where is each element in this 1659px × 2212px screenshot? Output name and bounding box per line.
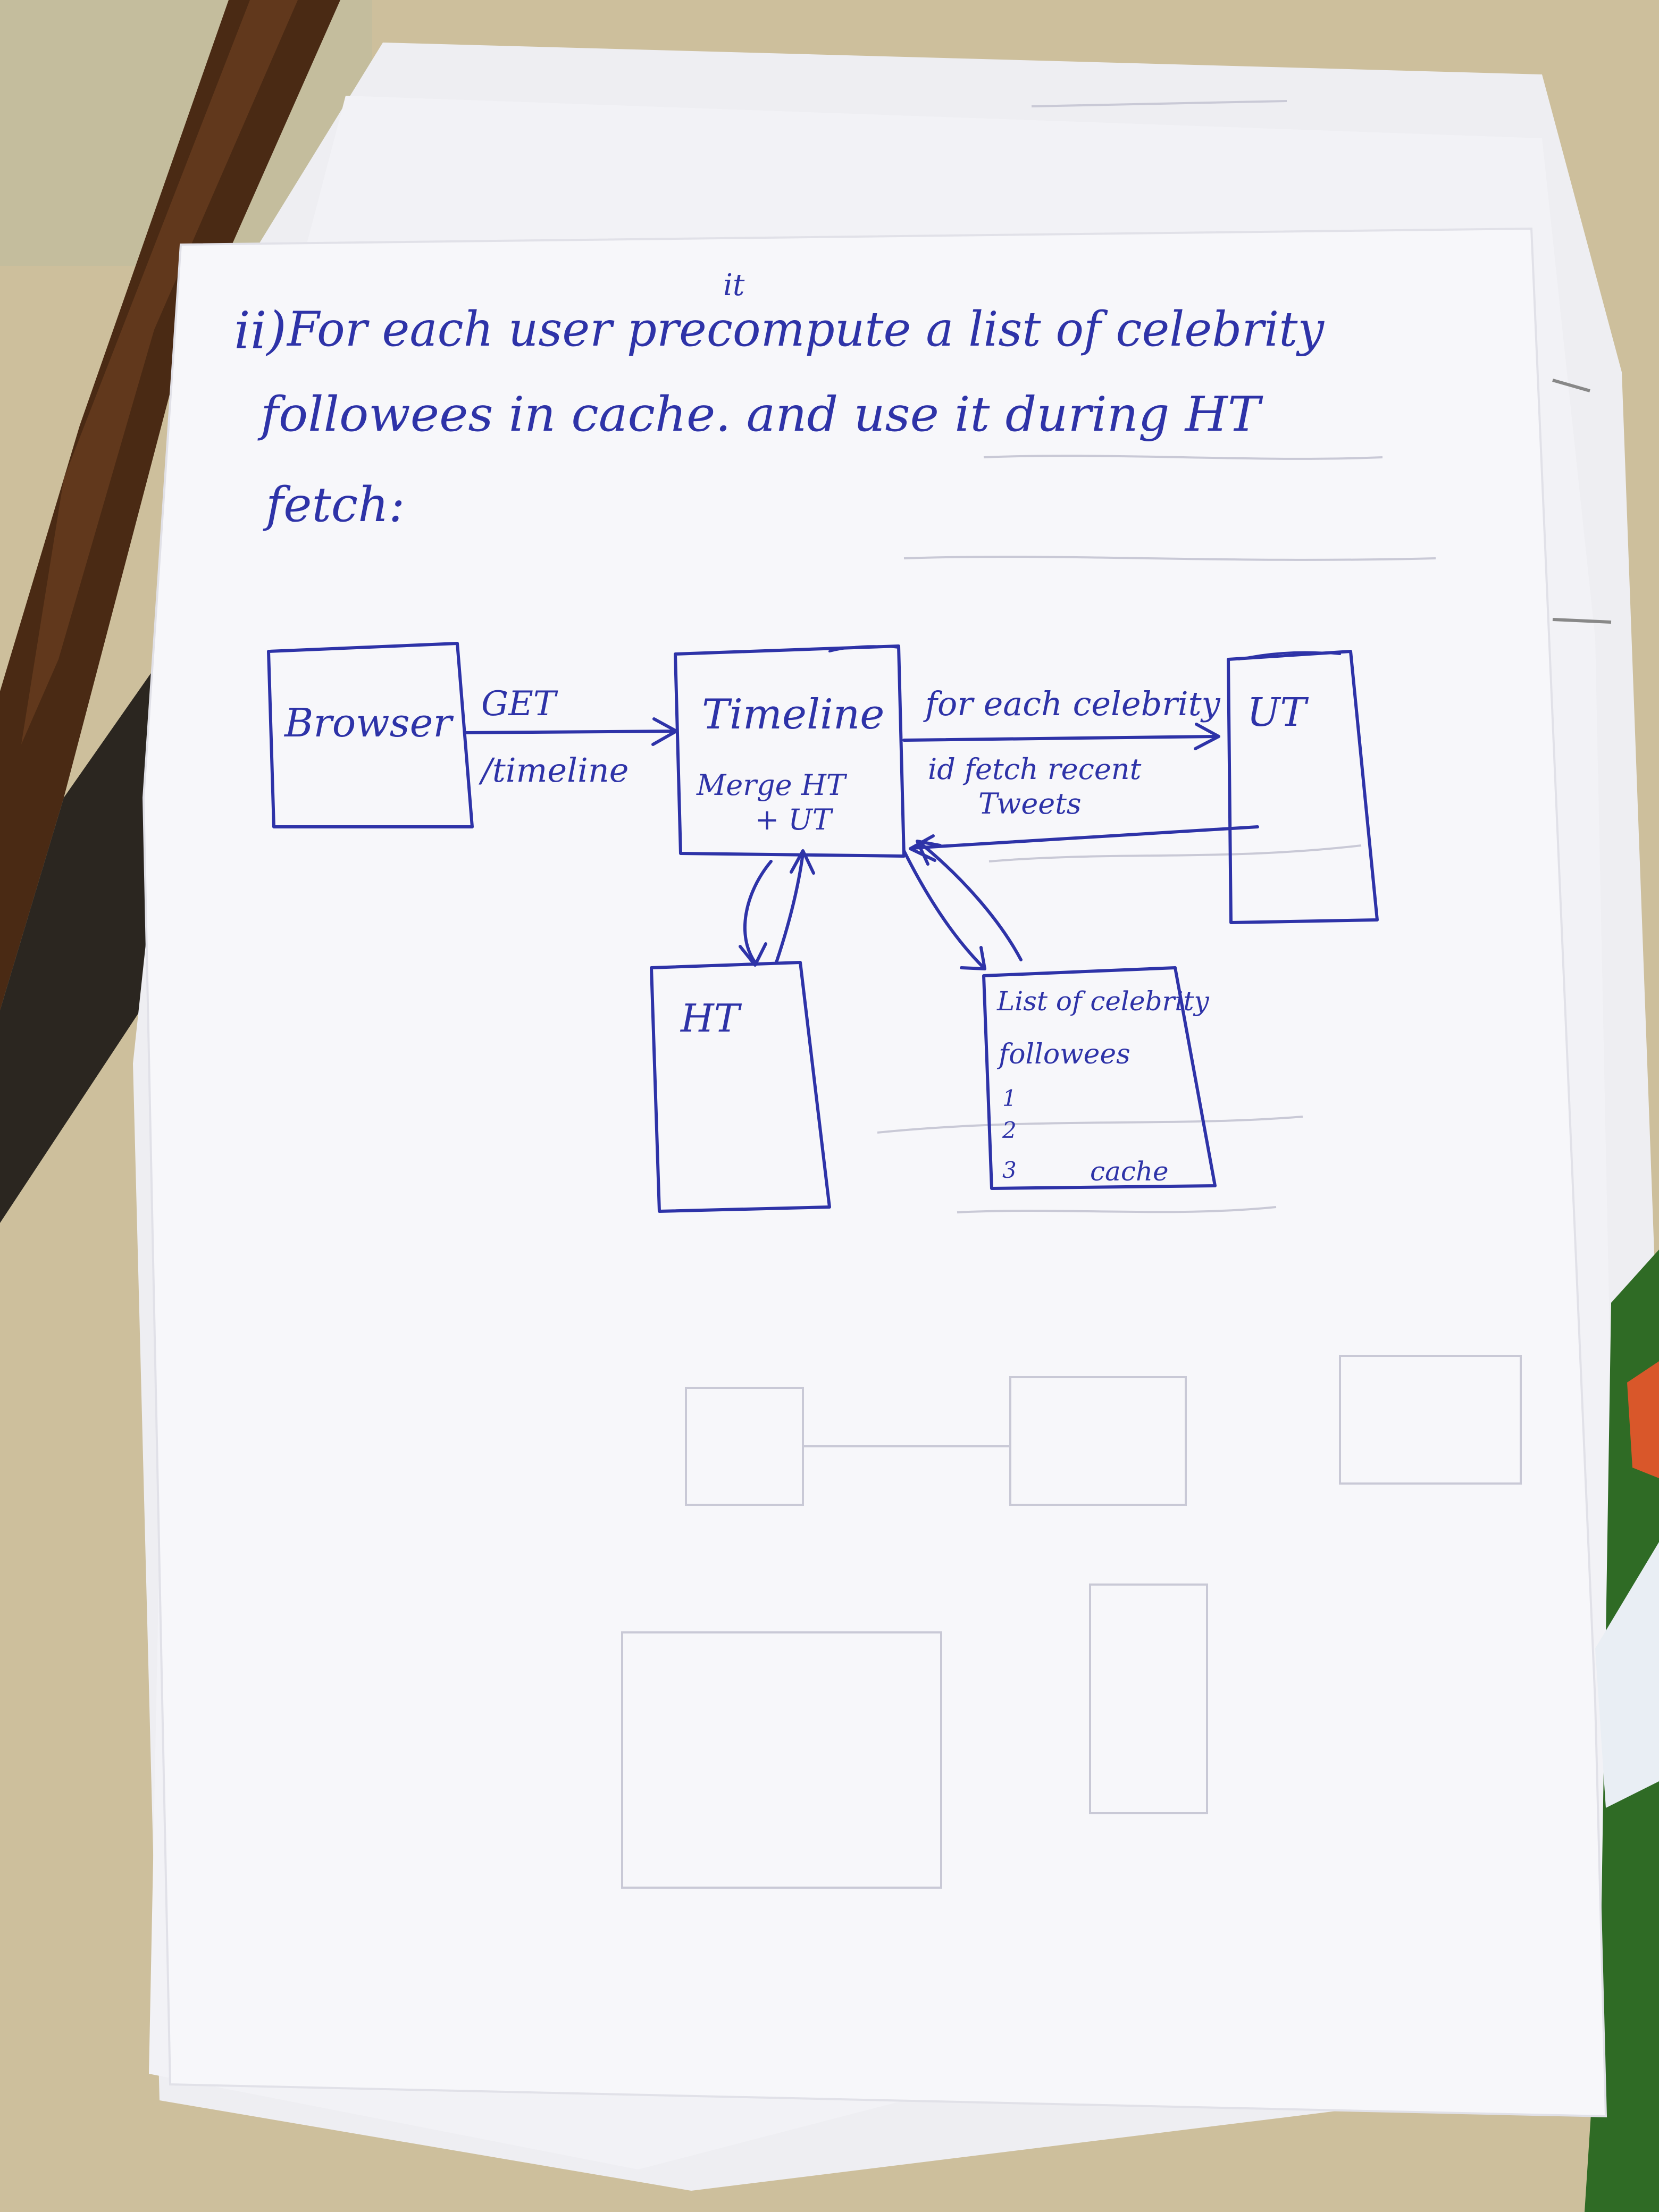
paper-sheet [142,227,1607,2118]
list-subtitle: followees [996,1038,1130,1070]
ht-label: HT [680,996,742,1041]
ut-box: UT [1227,650,1379,924]
note-insert-mark: it [723,268,745,303]
timeline-note-ut: + UT [755,803,834,836]
bleed-through-marks [621,455,1522,1889]
timeline-box: Timeline Merge HT + UT [674,644,906,858]
ut-return-arrow [909,825,1259,862]
ut-label: UT [1247,690,1309,735]
cache-label: cache [1090,1156,1169,1187]
note-line-3: fetch: [263,477,405,533]
for-each-celebrity-arrow: for each celebrity id fetch recent Tweet… [902,684,1221,820]
timeline-ht-arrows [739,849,815,967]
note-line-1: For each user precompute a list of celeb… [286,301,1325,357]
browser-label: Browser [283,700,454,746]
shadow-area [0,638,175,1223]
id-fetch-label-2: Tweets [978,787,1082,820]
list-title: List of celebrity [996,986,1210,1017]
ht-box: HT [650,961,831,1213]
timeline-note-merge: Merge HT [696,768,848,802]
get-request-arrow: GET /timeline [464,684,678,790]
timeline-path-label: /timeline [479,751,629,790]
for-each-celebrity-label: for each celebrity [923,684,1221,723]
list-item: 2 [1002,1117,1017,1143]
note-line-2: followees in cache. and use it during HT [257,387,1263,442]
timeline-label: Timeline [702,691,884,739]
celebrity-cache-box: List of celebrity followees 1 2 3 cache [982,966,1217,1190]
browser-box: Browser [267,642,474,828]
timeline-cache-arrows [902,840,1023,970]
id-fetch-label-1: id fetch recent [928,752,1142,786]
list-item: 3 [1002,1157,1017,1183]
get-label: GET [481,684,558,724]
note-number: ii) [234,301,287,361]
list-item: 1 [1002,1085,1017,1111]
